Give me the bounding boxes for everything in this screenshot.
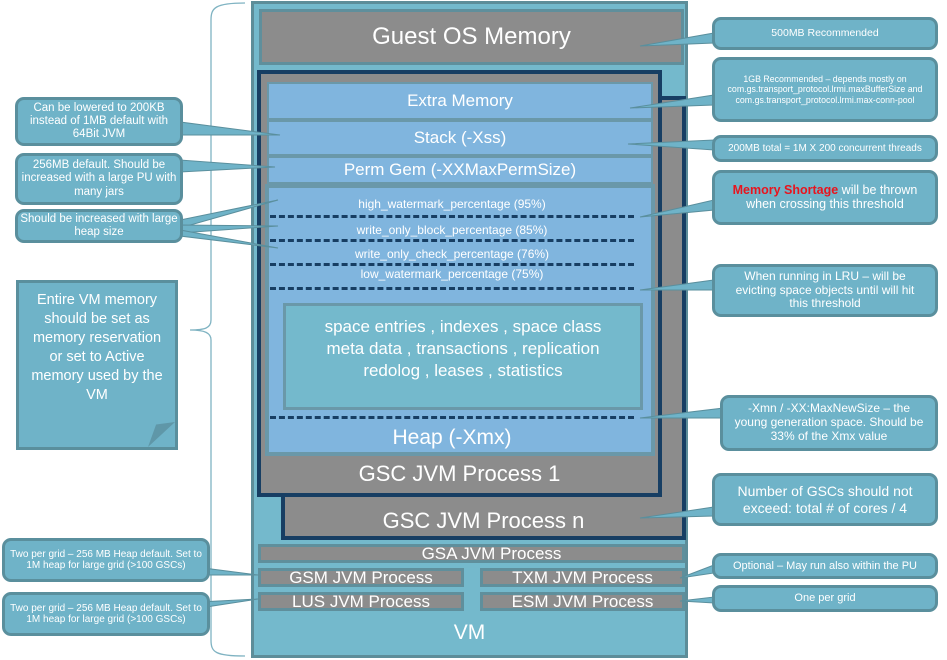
txm-note: Optional – May run also within the PU bbox=[712, 553, 938, 579]
lru-eviction-note: When running in LRU – will be evicting s… bbox=[712, 264, 938, 317]
gsm-note: Two per grid – 256 MB Heap default. Set … bbox=[2, 538, 210, 582]
threshold-line bbox=[270, 416, 634, 419]
extra-memory: Extra Memory bbox=[267, 82, 653, 120]
young-gen-note: -Xmn / -XX:MaxNewSize – the young genera… bbox=[720, 395, 938, 451]
threshold-low-watermark: low_watermark_percentage (75%) bbox=[360, 267, 544, 281]
guest-os-note: 500MB Recommended bbox=[712, 17, 938, 50]
perm-gen-note: 256MB default. Should be increased with … bbox=[15, 153, 183, 205]
gsa-process: GSA JVM Process bbox=[258, 544, 685, 563]
gsm-process: GSM JVM Process bbox=[258, 568, 464, 587]
threshold-line bbox=[270, 263, 634, 266]
perm-gen-memory: Perm Gem (-XXMaxPermSize) bbox=[267, 156, 653, 184]
vm-label: VM bbox=[453, 621, 486, 644]
extra-memory-note: 1GB Recommended – depends mostly on com.… bbox=[712, 57, 938, 122]
stack-memory: Stack (-Xss) bbox=[267, 120, 653, 156]
threshold-line bbox=[270, 239, 634, 242]
lus-process: LUS JVM Process bbox=[258, 592, 464, 611]
gsc-count-note: Number of GSCs should not exceed: total … bbox=[712, 473, 938, 526]
guest-os-memory: Guest OS Memory bbox=[259, 9, 684, 65]
threshold-line bbox=[270, 215, 634, 218]
stack-threads-note: 200MB total = 1M X 200 concurrent thread… bbox=[712, 135, 938, 162]
lus-note: Two per grid – 256 MB Heap default. Set … bbox=[2, 592, 210, 636]
gsc-n-label: GSC JVM Process n bbox=[382, 508, 585, 533]
threshold-write-only-check: write_only_check_percentage (76%) bbox=[354, 247, 550, 261]
memory-shortage-text: will be thrown when crossing this thresh… bbox=[746, 183, 918, 212]
heap-size-note: Should be increased with large heap size bbox=[15, 209, 183, 243]
space-contents-note: space entries , indexes , space class me… bbox=[283, 303, 643, 410]
esm-process: ESM JVM Process bbox=[480, 592, 685, 611]
heap-label: Heap (-Xmx) bbox=[392, 426, 512, 449]
esm-note: One per grid bbox=[712, 585, 938, 612]
txm-process: TXM JVM Process bbox=[480, 568, 685, 587]
vm-memory-note: Entire VM memory should be set as memory… bbox=[16, 280, 178, 450]
gsc-1-label: GSC JVM Process 1 bbox=[358, 461, 561, 486]
memory-shortage-highlight: Memory Shortage bbox=[732, 183, 839, 197]
threshold-high-watermark: high_watermark_percentage (95%) bbox=[358, 197, 546, 211]
memory-shortage-note: Memory Shortage will be thrown when cros… bbox=[712, 170, 938, 225]
threshold-line bbox=[270, 287, 634, 290]
stack-size-note: Can be lowered to 200KB instead of 1MB d… bbox=[15, 97, 183, 146]
threshold-write-only-block: write_only_block_percentage (85%) bbox=[356, 223, 548, 237]
